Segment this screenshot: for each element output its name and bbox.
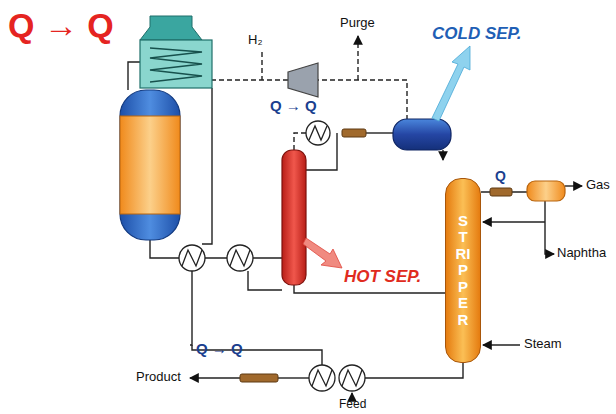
process-line <box>366 132 393 133</box>
hot-separator <box>303 238 342 268</box>
heat-exchanger <box>182 250 202 266</box>
equipment-callout: HOT SEP. <box>344 267 421 287</box>
fired-heater <box>150 48 202 82</box>
stream-name: Steam <box>524 337 562 352</box>
air-cooler <box>240 374 278 382</box>
stream-name: Purge <box>340 16 375 31</box>
process-line <box>190 271 192 345</box>
overhead-drum <box>527 181 565 201</box>
fired-heater <box>140 40 212 88</box>
compressor <box>288 63 318 97</box>
process-line <box>278 377 309 378</box>
cold-separator <box>432 46 470 121</box>
heat-exchanger <box>342 370 362 386</box>
process-line <box>248 271 282 290</box>
heat-exchanger <box>306 121 330 145</box>
stream-name: Gas <box>586 178 610 193</box>
heat-duty-mark: Q <box>495 168 506 184</box>
process-line <box>565 185 582 186</box>
heat-exchanger <box>179 121 365 391</box>
heat-exchanger <box>309 365 335 391</box>
gas-line <box>261 52 262 80</box>
process-line <box>351 393 352 396</box>
heat-recovery-mark: Q → Q <box>270 97 317 114</box>
heat-recovery-mark: Q → Q <box>196 340 243 357</box>
process-line <box>294 285 445 293</box>
fired-heater <box>140 16 202 40</box>
hot-separator <box>282 150 306 285</box>
process-line <box>190 377 240 378</box>
cold-separator <box>393 46 470 150</box>
stream-name: Feed <box>339 398 366 412</box>
hot-separator <box>282 150 342 285</box>
heat-exchanger <box>227 245 253 271</box>
stream-name: Naphtha <box>557 246 606 261</box>
process-line <box>483 221 545 222</box>
heat-exchanger <box>179 245 205 271</box>
heat-recovery-mark: Q → Q <box>8 6 114 45</box>
stream-name: H₂ <box>248 33 262 48</box>
equipment-callout: COLD SEP. <box>432 24 521 44</box>
gas-line <box>294 133 306 150</box>
cold-separator <box>393 119 451 150</box>
process-line <box>545 201 554 254</box>
reactor-vessel <box>120 90 180 240</box>
process-line <box>442 150 443 160</box>
process-line <box>483 344 520 345</box>
air-cooler <box>342 129 366 137</box>
process-line <box>365 363 463 378</box>
column-label: STRIPPER <box>456 213 471 329</box>
heat-exchanger <box>309 126 327 140</box>
heat-exchanger <box>230 250 250 266</box>
gas-line <box>212 36 407 150</box>
air-cooler <box>240 129 512 382</box>
reactor-vessel <box>120 90 180 240</box>
process-line <box>128 62 582 396</box>
compressor <box>288 63 318 97</box>
stripper-column: STRIPPER <box>445 178 481 363</box>
reactor-vessel <box>120 116 180 214</box>
process-line <box>202 88 212 244</box>
gas-line <box>357 36 358 80</box>
stream-name: Product <box>136 370 181 385</box>
fired-heater <box>140 16 212 88</box>
process-line <box>150 240 282 258</box>
process-line <box>128 62 140 90</box>
gas-line <box>212 79 288 80</box>
heat-exchanger <box>312 370 332 386</box>
air-cooler <box>490 188 512 196</box>
heat-exchanger <box>339 365 365 391</box>
gas-line <box>318 80 407 120</box>
overhead-drum <box>527 181 565 201</box>
